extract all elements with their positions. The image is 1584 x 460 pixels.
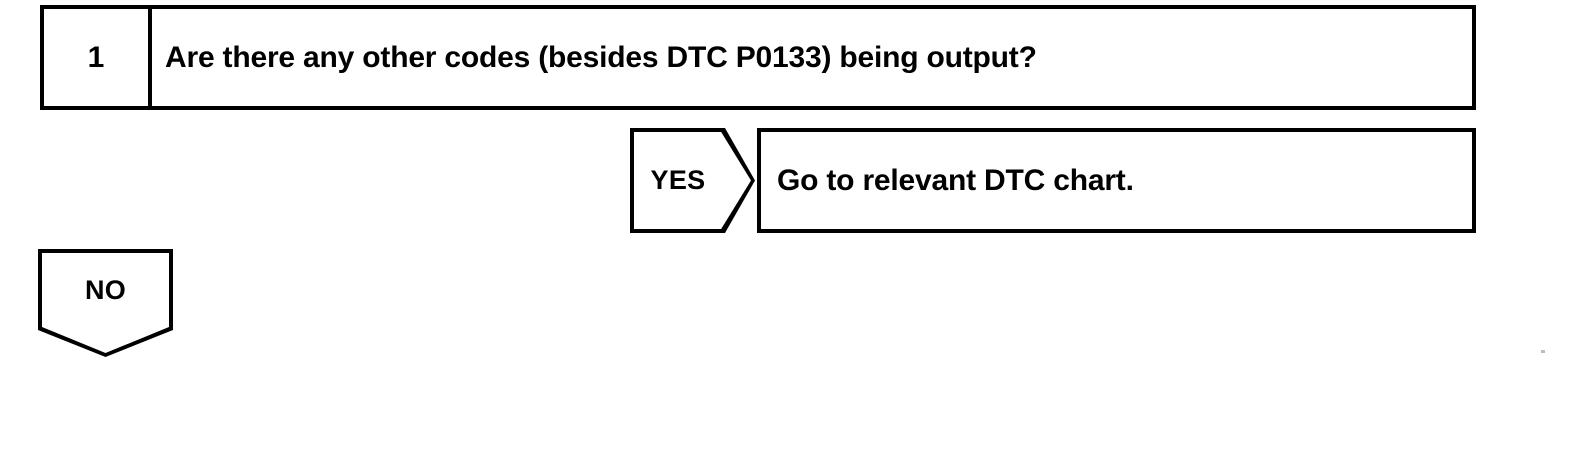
yes-action-box: Go to relevant DTC chart. [757,128,1476,233]
yes-branch-label: YES [650,165,706,195]
step-number-text: 1 [87,40,105,74]
step-question-text: Are there any other codes (besides DTC P… [165,40,1037,74]
yes-action-text: Go to relevant DTC chart. [777,163,1134,197]
step-row-1: 1 Are there any other codes (besides DTC… [40,5,1476,110]
no-branch-label: NO [84,274,127,305]
step-number-cell: 1 [44,9,152,106]
yes-branch-chevron: YES [630,128,755,233]
no-branch-pentagon: NO [38,249,173,357]
step-question-cell: Are there any other codes (besides DTC P… [152,9,1472,106]
scan-artifact-speck [1541,350,1545,353]
